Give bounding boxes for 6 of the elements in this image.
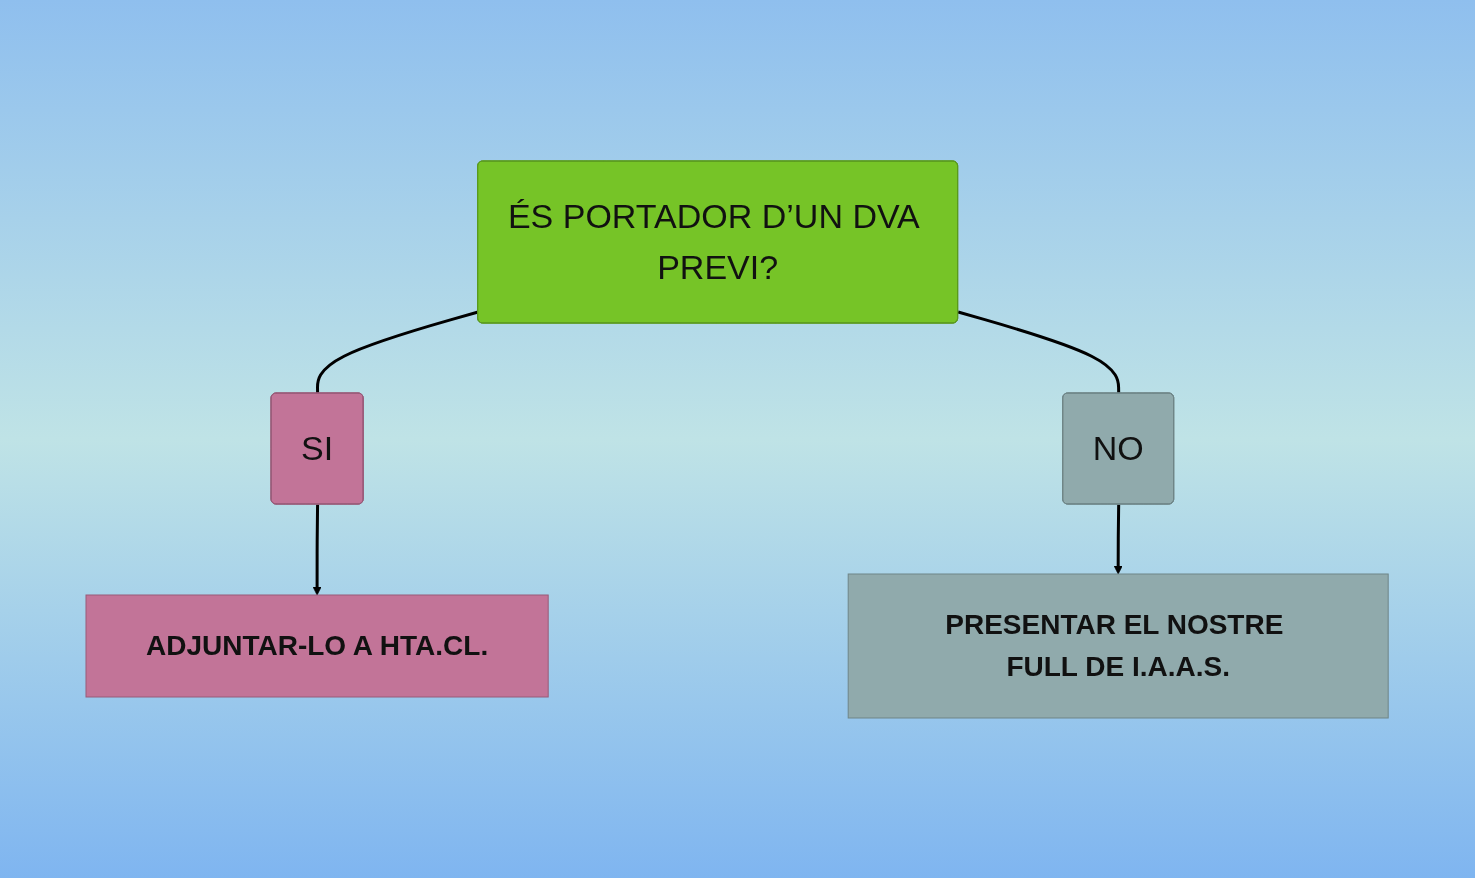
arrow [1114, 503, 1123, 574]
node-box: PRESENTAR EL NOSTRE FULL DE I.A.A.S. [848, 573, 1390, 718]
node-box: ADJUNTAR-LO A HTA.CL. [85, 594, 550, 697]
connector [316, 310, 479, 394]
connector [958, 310, 1121, 394]
arrow [313, 503, 322, 595]
